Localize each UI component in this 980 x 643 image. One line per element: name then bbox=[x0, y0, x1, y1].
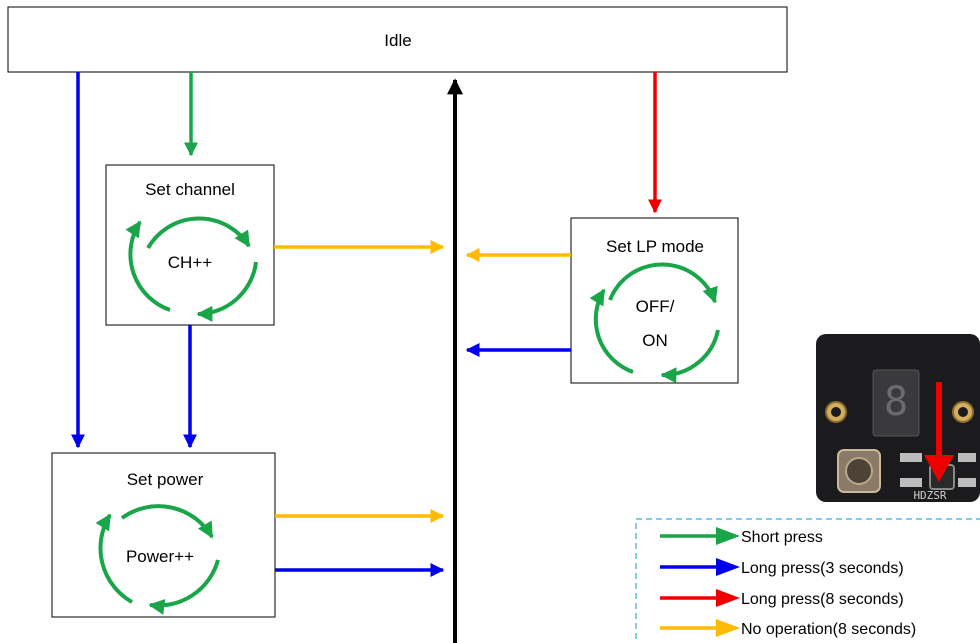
legend-item-long-press-8s: Long press(8 seconds) bbox=[660, 589, 904, 608]
legend-item-short-press: Short press bbox=[660, 527, 823, 546]
set-channel-state: Set channel CH++ bbox=[105, 164, 275, 326]
power-increment-label: Power++ bbox=[126, 547, 194, 566]
set-lpmode-state: Set LP mode OFF/ ON bbox=[570, 217, 739, 384]
legend-item-long-press-3s: Long press(3 seconds) bbox=[660, 558, 904, 577]
idle-label: Idle bbox=[384, 31, 411, 50]
red-arrow-icon bbox=[716, 589, 740, 607]
set-channel-label: Set channel bbox=[145, 180, 235, 199]
lpmode-off-label: OFF/ bbox=[636, 297, 675, 316]
legend-label-no-operation: No operation(8 seconds) bbox=[741, 621, 916, 638]
yellow-arrow-icon bbox=[716, 619, 740, 637]
set-power-label: Set power bbox=[127, 470, 204, 489]
seven-segment-display bbox=[872, 369, 920, 437]
legend-frame bbox=[635, 518, 980, 643]
legend-label-short-press: Short press bbox=[741, 529, 823, 546]
power-loop-cycle bbox=[95, 504, 220, 615]
legend-label-long-press-8s: Long press(8 seconds) bbox=[741, 591, 904, 608]
device-photo: 8 HDZSR bbox=[816, 334, 980, 502]
set-lpmode-label: Set LP mode bbox=[606, 237, 704, 256]
legend: Short press Long press(3 seconds) Long p… bbox=[635, 518, 980, 643]
legend-label-long-press-3s: Long press(3 seconds) bbox=[741, 560, 904, 577]
lpmode-on-label: ON bbox=[642, 331, 668, 350]
idle-state: Idle bbox=[7, 6, 788, 73]
set-power-state: Set power Power++ bbox=[51, 452, 276, 618]
channel-loop-cycle bbox=[125, 216, 258, 322]
svg-text:8: 8 bbox=[884, 379, 908, 425]
legend-item-no-operation: No operation(8 seconds) bbox=[660, 619, 916, 638]
green-arrow-icon bbox=[716, 527, 740, 545]
lpmode-loop-cycle bbox=[589, 262, 720, 384]
blue-arrow-icon bbox=[716, 558, 740, 576]
device-brand-label: HDZSR bbox=[913, 489, 946, 502]
channel-increment-label: CH++ bbox=[168, 253, 212, 272]
